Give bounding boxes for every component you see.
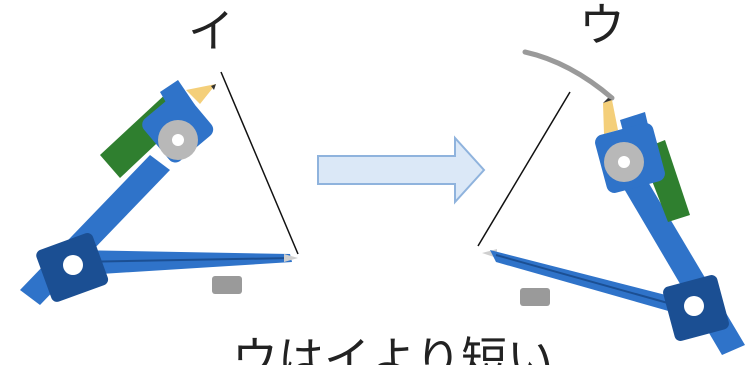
left-measure-line [220, 71, 299, 255]
left-needle-icon [284, 254, 298, 262]
left-screw-icon [212, 276, 242, 294]
right-screw-icon [520, 288, 550, 306]
right-compass [477, 49, 745, 355]
left-compass-leg-lower [70, 250, 292, 275]
right-arrow-icon [317, 135, 486, 205]
label-u: ウ [579, 0, 625, 52]
left-compass [20, 71, 299, 305]
right-measure-line [477, 91, 571, 247]
label-i: イ [188, 4, 234, 58]
drawn-arc [522, 49, 615, 101]
caption: ウはイより短い [232, 332, 554, 365]
